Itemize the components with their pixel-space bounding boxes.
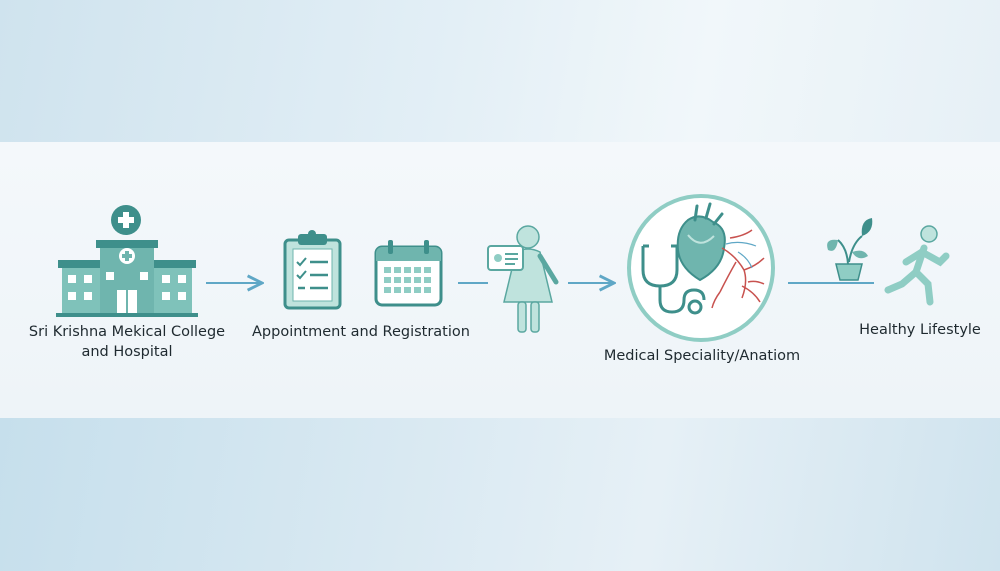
top-background-band (0, 0, 1000, 142)
hospital-icon (56, 205, 198, 317)
step-label-hospital: Sri Krishna Mekical College and Hospital (20, 322, 234, 362)
hospital-label-line2: and Hospital (81, 344, 173, 360)
plant-icon (827, 218, 873, 281)
calendar-icon (374, 240, 443, 307)
step-label-lifestyle: Healthy Lifestyle (859, 322, 981, 338)
step-label-speciality: Medical Speciality/Anatiom (603, 348, 801, 364)
hospital-label-line1: Sri Krishna Mekical College (28, 324, 226, 340)
blood-vessels-icon (711, 229, 765, 309)
bottom-background-band (0, 418, 1000, 571)
patient-id-card-icon (487, 225, 559, 333)
step-label-appointment: Appointment and Registration (252, 324, 470, 340)
stethoscope-heart-icon (627, 194, 775, 342)
clipboard-icon (283, 230, 342, 310)
runner-icon (884, 225, 950, 306)
